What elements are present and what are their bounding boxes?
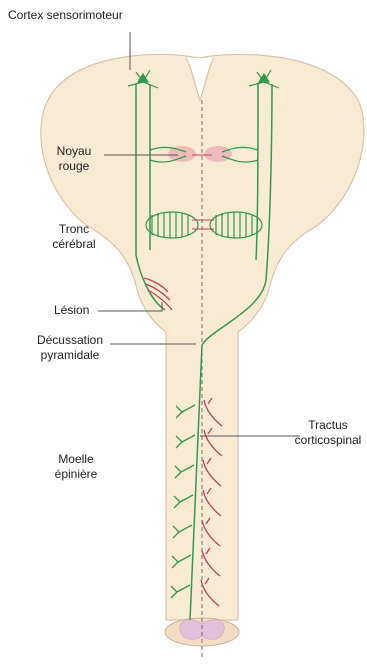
label-noyau-line2: rouge bbox=[46, 159, 102, 174]
label-noyau-line1: Noyau bbox=[46, 144, 102, 159]
label-moelle-line1: Moelle bbox=[46, 452, 106, 467]
label-tronc-line2: cérébral bbox=[42, 237, 106, 252]
label-moelle-line2: épinière bbox=[46, 467, 106, 482]
label-decussation-line2: pyramidale bbox=[28, 348, 112, 363]
red-nucleus-right bbox=[204, 146, 232, 162]
label-lesion: Lésion bbox=[54, 303, 89, 318]
label-moelle: Moelle épinière bbox=[46, 452, 106, 482]
label-decussation: Décussation pyramidale bbox=[28, 333, 112, 363]
label-tractus-line2: corticospinal bbox=[290, 433, 366, 448]
label-tractus-line1: Tractus bbox=[290, 418, 366, 433]
label-decussation-line1: Décussation bbox=[28, 333, 112, 348]
label-cortex: Cortex sensorimoteur bbox=[8, 8, 123, 23]
label-noyau-rouge: Noyau rouge bbox=[46, 144, 102, 174]
label-tronc-cerebral: Tronc cérébral bbox=[42, 222, 106, 252]
label-tractus: Tractus corticospinal bbox=[290, 418, 366, 448]
label-tronc-line1: Tronc bbox=[42, 222, 106, 237]
